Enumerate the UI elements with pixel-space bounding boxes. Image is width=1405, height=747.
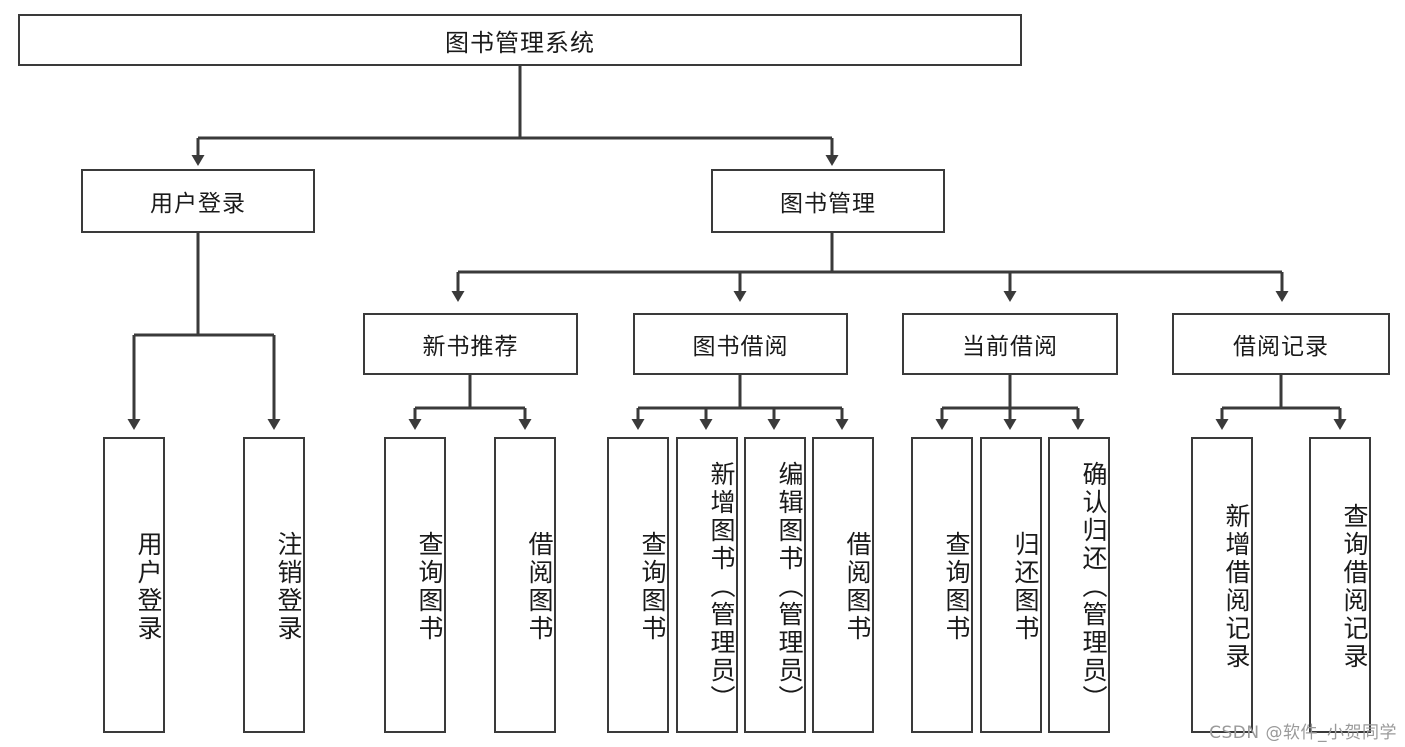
node-label: 用户登录: [150, 191, 246, 217]
leaf-query-borrow-record[interactable]: 查询借阅记录: [1309, 437, 1371, 733]
node-label: 当前借阅: [962, 334, 1058, 360]
node-label: 图书管理系统: [445, 28, 595, 57]
node-label: 借阅记录: [1233, 334, 1329, 360]
node-label: 查询图书: [638, 531, 667, 643]
leaf-borrow-book[interactable]: 借阅图书: [812, 437, 874, 733]
node-label: 图书借阅: [692, 334, 789, 360]
node-label: 查询借阅记录: [1340, 503, 1369, 671]
node-label: 借阅图书: [525, 531, 554, 643]
node-root-system[interactable]: 图书管理系统: [18, 14, 1022, 66]
node-label: 编辑图书（管理员）: [775, 461, 804, 713]
leaf-logout-login[interactable]: 注销登录: [243, 437, 305, 733]
node-book-management[interactable]: 图书管理: [711, 169, 945, 233]
node-new-book-recommend[interactable]: 新书推荐: [363, 313, 578, 375]
node-label: 归还图书: [1011, 531, 1040, 643]
node-label: 查询图书: [942, 531, 971, 643]
node-label: 新增借阅记录: [1222, 503, 1251, 671]
node-label: 确认归还（管理员）: [1079, 461, 1108, 713]
leaf-query-book-current[interactable]: 查询图书: [911, 437, 973, 733]
leaf-add-book-admin[interactable]: 新增图书（管理员）: [676, 437, 738, 733]
node-label: 用户登录: [134, 531, 163, 643]
watermark-text: CSDN @软件_小贺同学: [1209, 723, 1397, 743]
leaf-add-borrow-record[interactable]: 新增借阅记录: [1191, 437, 1253, 733]
node-label: 查询图书: [415, 531, 444, 643]
leaf-query-book-recommend[interactable]: 查询图书: [384, 437, 446, 733]
leaf-edit-book-admin[interactable]: 编辑图书（管理员）: [744, 437, 806, 733]
node-label: 新书推荐: [422, 334, 519, 360]
leaf-query-book-borrow[interactable]: 查询图书: [607, 437, 669, 733]
node-label: 图书管理: [780, 191, 876, 217]
leaf-borrow-book-recommend[interactable]: 借阅图书: [494, 437, 556, 733]
node-label: 注销登录: [274, 531, 303, 643]
leaf-return-book[interactable]: 归还图书: [980, 437, 1042, 733]
node-borrow-record[interactable]: 借阅记录: [1172, 313, 1390, 375]
leaf-confirm-return-admin[interactable]: 确认归还（管理员）: [1048, 437, 1110, 733]
node-user-login[interactable]: 用户登录: [81, 169, 315, 233]
node-label: 新增图书（管理员）: [707, 461, 736, 713]
node-current-borrow[interactable]: 当前借阅: [902, 313, 1118, 375]
node-label: 借阅图书: [843, 531, 872, 643]
node-book-borrow[interactable]: 图书借阅: [633, 313, 848, 375]
leaf-user-login[interactable]: 用户登录: [103, 437, 165, 733]
